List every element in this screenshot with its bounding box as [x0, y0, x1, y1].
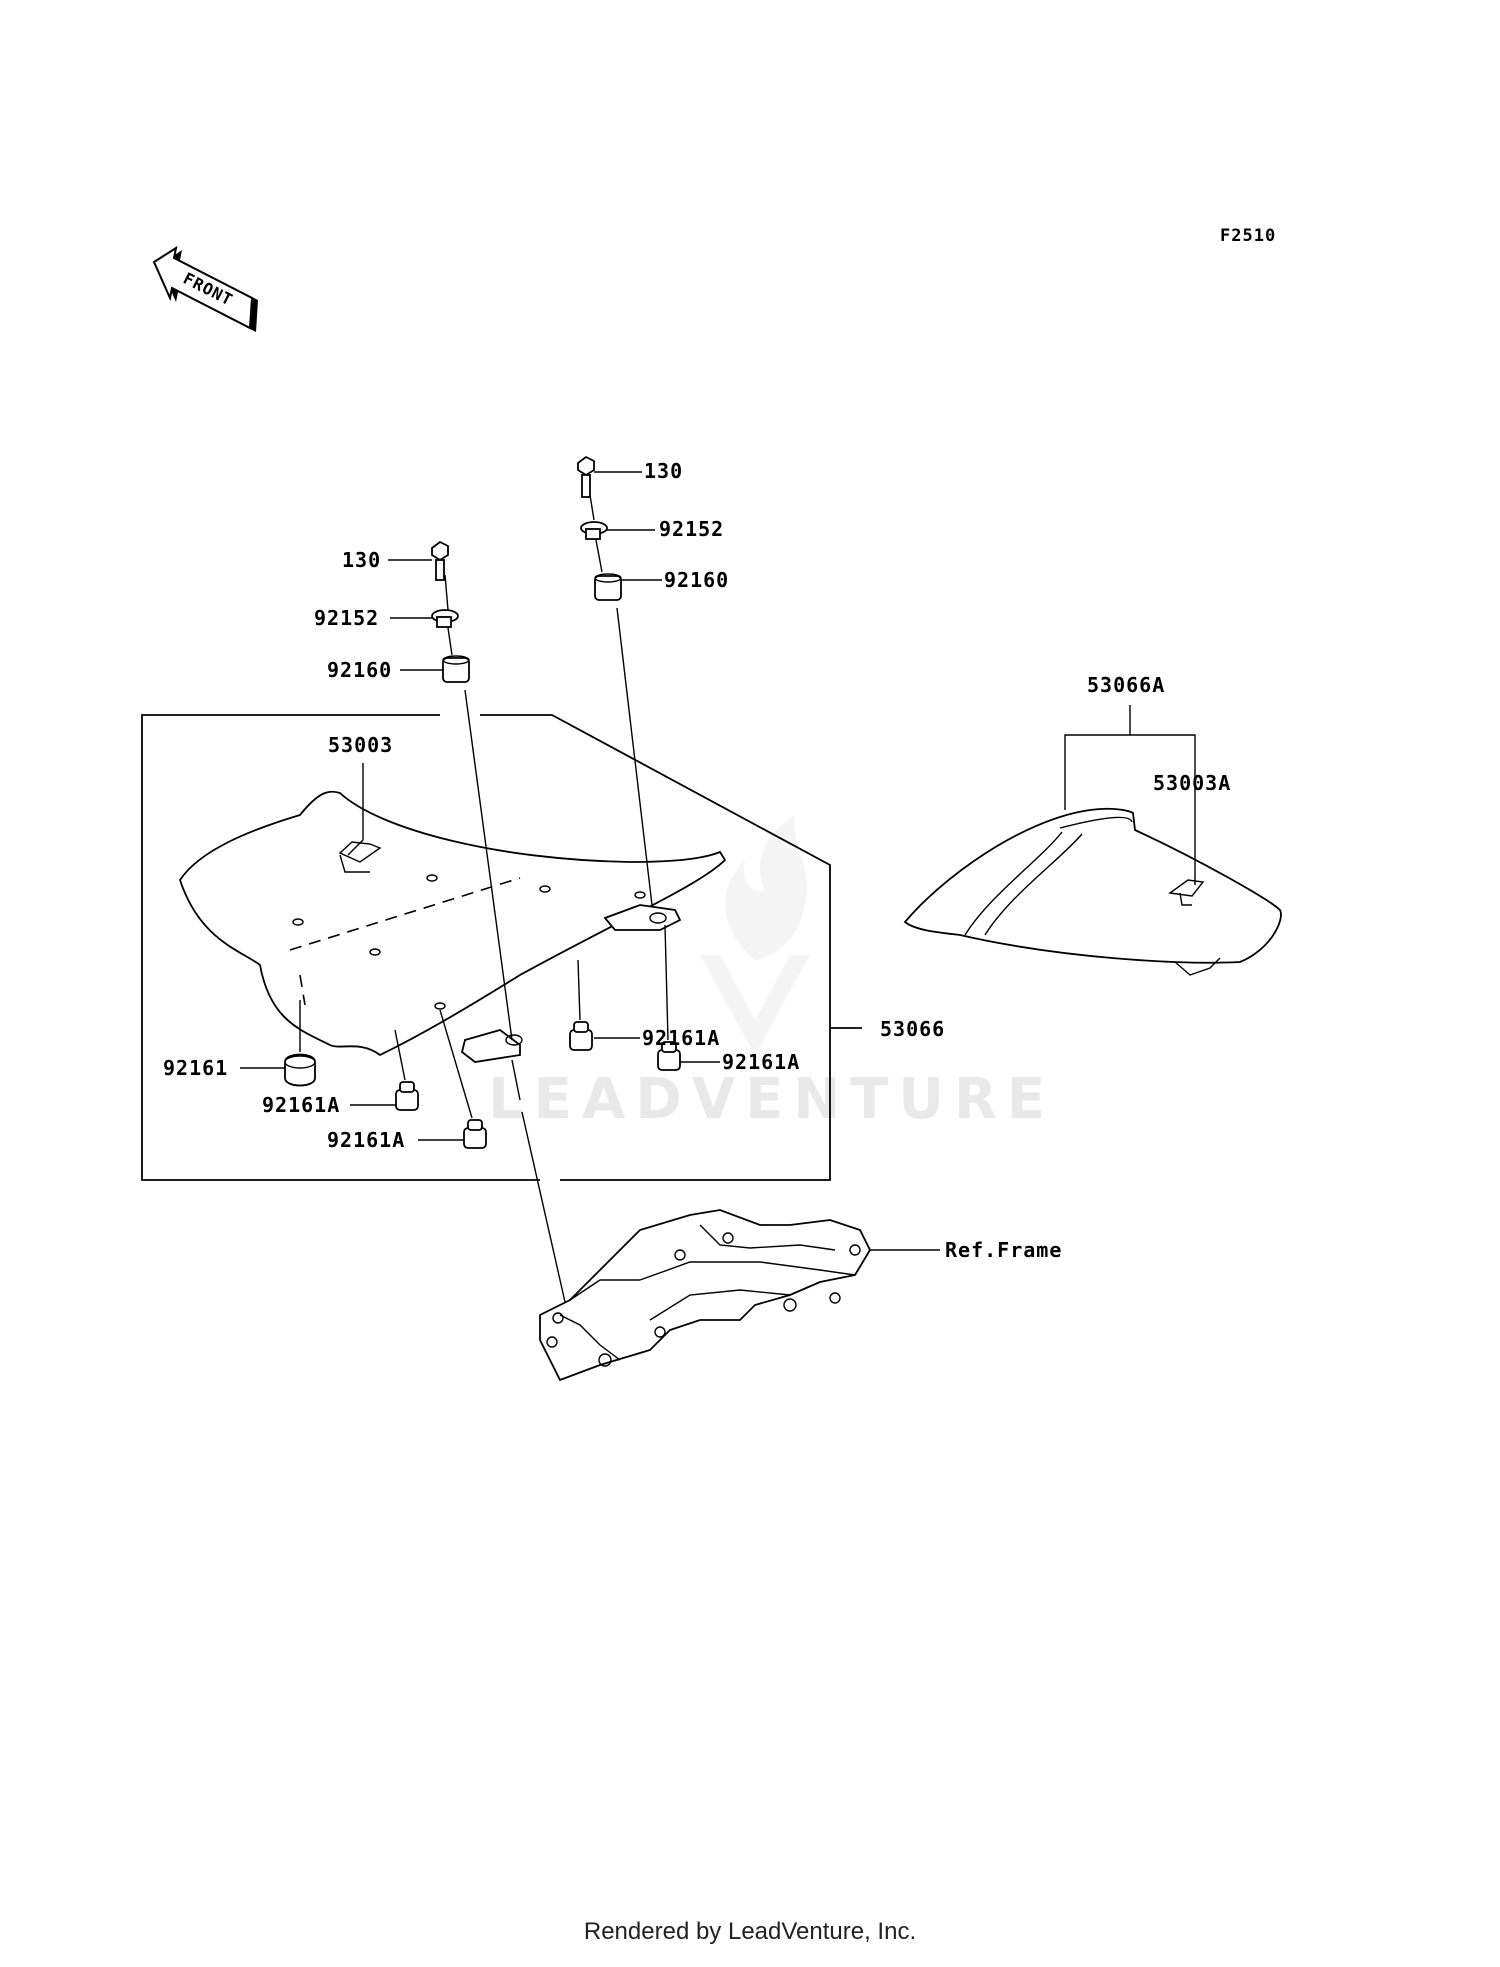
- watermark-text: LEADVENTURE: [488, 1067, 1055, 1132]
- damper-line-5: [664, 924, 669, 1041]
- callout-92152-right: 92152: [659, 517, 724, 541]
- watermark: LEADVENTURE: [488, 815, 1055, 1132]
- callout-92161: 92161: [163, 1056, 228, 1080]
- callout-130-left: 130: [342, 548, 381, 572]
- callout-53003: 53003: [328, 733, 393, 757]
- flame-logo-icon: [700, 815, 810, 1055]
- damper-line-2: [394, 1029, 406, 1081]
- damper-92161A-3: [569, 1021, 593, 1051]
- assembly-box-left: [141, 714, 540, 1181]
- leader-53003: [347, 763, 364, 856]
- damper-92161: [284, 1053, 316, 1087]
- footer-credit: Rendered by LeadVenture, Inc.: [584, 1918, 916, 1945]
- damper-line-3: [439, 1009, 473, 1119]
- diagram-code: F2510: [1220, 226, 1276, 246]
- callout-ref-frame: Ref.Frame: [945, 1238, 1062, 1262]
- fastener-stack-right: [577, 455, 622, 601]
- leader-53066A: [1064, 705, 1196, 885]
- front-arrow-icon: FRONT: [152, 245, 258, 332]
- callout-92161A-1: 92161A: [262, 1093, 340, 1117]
- callout-130-right: 130: [644, 459, 683, 483]
- centerline-right: [616, 607, 653, 906]
- damper-92161A-4: [657, 1041, 681, 1071]
- callout-92152-left: 92152: [314, 606, 379, 630]
- damper-92161A-1: [395, 1081, 419, 1111]
- callout-53003A: 53003A: [1153, 771, 1231, 795]
- stack-line-right: [589, 494, 603, 573]
- assembly-box-right: [480, 714, 831, 1181]
- pillion-seat: [903, 807, 1282, 976]
- seat-frame: [539, 1209, 872, 1382]
- damper-92161A-2: [463, 1119, 487, 1149]
- callout-92161A-3: 92161A: [642, 1026, 720, 1050]
- callout-92160-left: 92160: [327, 658, 392, 682]
- callout-53066: 53066: [880, 1017, 945, 1041]
- stack-line-left: [444, 574, 453, 656]
- rider-seat: [179, 790, 727, 1063]
- callout-92160-right: 92160: [664, 568, 729, 592]
- damper-line-4: [577, 959, 581, 1021]
- centerline-left: [464, 689, 566, 1303]
- callout-92161A-2: 92161A: [327, 1128, 405, 1152]
- callout-53066A: 53066A: [1087, 673, 1165, 697]
- callout-92161A-4: 92161A: [722, 1050, 800, 1074]
- fastener-stack-left: [431, 540, 470, 683]
